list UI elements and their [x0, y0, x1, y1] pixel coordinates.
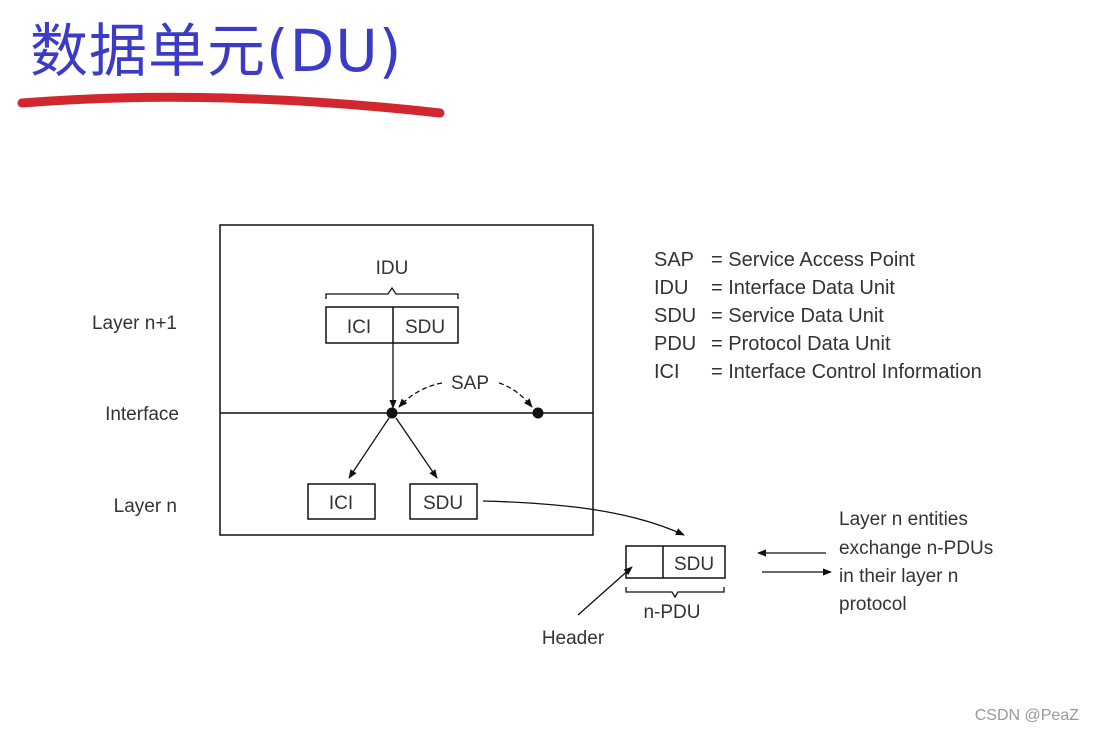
legend-abbr: PDU	[654, 333, 696, 355]
sap-pointer-left	[398, 382, 443, 408]
watermark: CSDN @PeaZ	[974, 707, 1079, 724]
legend-definition: = Protocol Data Unit	[711, 333, 891, 355]
layer-frame	[219, 224, 594, 536]
legend-abbr: SDU	[654, 305, 696, 327]
npdu-label: n-PDU	[643, 602, 700, 623]
idu-brace	[325, 286, 459, 299]
exchange-note-line-2: exchange n-PDUs	[839, 538, 993, 559]
lower-sdu-label: SDU	[423, 493, 463, 514]
header-label: Header	[542, 628, 605, 649]
sap-label: SAP	[451, 373, 489, 394]
sap-point-right	[532, 407, 544, 419]
exchange-note-line-4: protocol	[839, 594, 907, 615]
exchange-note-line-3: in their layer n	[839, 566, 958, 587]
idu-label: IDU	[376, 258, 409, 279]
legend-abbr: SAP	[654, 249, 694, 271]
npdu-brace	[625, 587, 725, 599]
npdu-box	[625, 545, 726, 579]
legend: SAP = Service Access Point IDU = Interfa…	[654, 249, 982, 383]
idu-sdu-cell: SDU	[405, 317, 445, 338]
sdu-to-npdu-arrow	[482, 500, 685, 536]
layer-upper-label: Layer n+1	[92, 313, 177, 334]
layer-lower-label: Layer n	[114, 496, 177, 517]
arrow-to-lower-sdu	[395, 417, 438, 479]
header-pointer	[577, 566, 633, 616]
idu-box	[325, 306, 459, 344]
title-underline	[17, 92, 445, 118]
lower-sdu-box	[409, 483, 478, 520]
legend-abbr: ICI	[654, 361, 680, 383]
legend-definition: = Service Access Point	[711, 249, 915, 271]
npdu-sdu-cell: SDU	[674, 554, 714, 575]
sap-pointer-right	[498, 382, 533, 408]
lower-ici-label: ICI	[329, 493, 353, 514]
sap-point-left	[386, 407, 398, 419]
legend-definition: = Interface Control Information	[711, 361, 982, 383]
legend-definition: = Service Data Unit	[711, 305, 884, 327]
interface-label: Interface	[105, 404, 179, 425]
page-title: 数据单元(DU)	[30, 17, 403, 85]
idu-ici-cell: ICI	[347, 317, 371, 338]
legend-abbr: IDU	[654, 277, 688, 299]
arrow-to-lower-ici	[348, 417, 390, 479]
exchange-note-line-1: Layer n entities	[839, 509, 968, 530]
lower-ici-box	[307, 483, 376, 520]
legend-definition: = Interface Data Unit	[711, 277, 895, 299]
